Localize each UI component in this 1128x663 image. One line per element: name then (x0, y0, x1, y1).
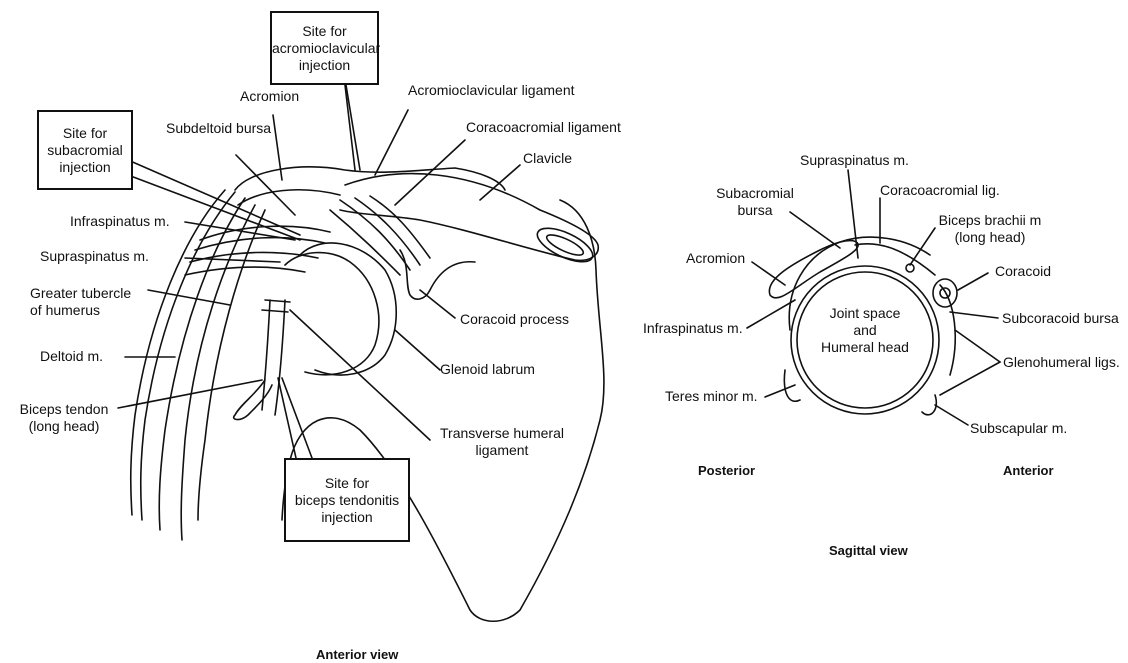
glenoid-fossa (300, 243, 396, 375)
anterior-view-title: Anterior view (316, 646, 398, 663)
sagittal-view-title: Sagittal view (829, 542, 908, 559)
biceps-tendon-shape (234, 380, 272, 420)
label-subcoracoid-bursa: Subcoracoid bursa (1002, 310, 1119, 327)
label-joint-space: Joint space and Humeral head (815, 305, 915, 356)
label-biceps-tendon: Biceps tendon (long head) (12, 401, 116, 435)
biceps-injection-box: Site for biceps tendonitis injection (284, 458, 410, 542)
humerus-shaft (262, 300, 270, 410)
label-supraspinatus-sagittal: Supraspinatus m. (800, 152, 909, 169)
label-greater-tubercle: Greater tubercle of humerus (30, 285, 131, 319)
scapula-outline (282, 200, 604, 621)
label-subacromial-bursa: Subacromial bursa (716, 185, 794, 219)
label-biceps-brachii: Biceps brachii m (long head) (930, 212, 1050, 246)
coracoid-shape (400, 250, 475, 299)
acromioclavicular-injection-box: Site for acromioclavicular injection (270, 11, 379, 85)
label-glenoid-labrum: Glenoid labrum (440, 361, 535, 378)
label-clavicle: Clavicle (523, 150, 572, 167)
label-acromion: Acromion (240, 88, 299, 105)
label-transverse-humeral-ligament: Transverse humeral ligament (432, 425, 572, 459)
subacromial-injection-box: Site for subacromial injection (37, 110, 133, 190)
label-posterior: Posterior (698, 462, 755, 479)
label-subscapular: Subscapular m. (970, 420, 1067, 437)
label-coracoacromial-ligament: Coracoacromial ligament (466, 119, 621, 136)
label-supraspinatus: Supraspinatus m. (40, 248, 149, 265)
label-coracoacromial-lig: Coracoacromial lig. (880, 182, 1000, 199)
label-acromioclavicular-ligament: Acromioclavicular ligament (408, 82, 575, 99)
label-glenohumeral-ligs: Glenohumeral ligs. (1003, 354, 1120, 371)
label-infraspinatus: Infraspinatus m. (70, 213, 170, 230)
label-acromion-sagittal: Acromion (686, 250, 745, 267)
label-infraspinatus-sagittal: Infraspinatus m. (643, 320, 743, 337)
label-deltoid: Deltoid m. (40, 348, 103, 365)
label-coracoid: Coracoid (995, 263, 1051, 280)
coracoid-sagittal (933, 279, 957, 307)
label-teres-minor: Teres minor m. (665, 388, 758, 405)
label-subdeltoid-bursa: Subdeltoid bursa (166, 120, 271, 137)
label-coracoid-process: Coracoid process (460, 311, 569, 328)
label-anterior: Anterior (1003, 462, 1054, 479)
